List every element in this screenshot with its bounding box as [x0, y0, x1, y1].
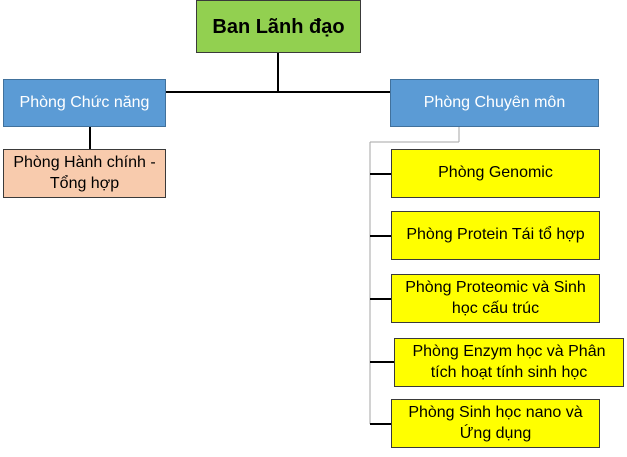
functional-branch-label: Phòng Chức năng	[19, 93, 150, 111]
leadership-label: Ban Lãnh đạo	[212, 15, 345, 38]
dept-nano-box: Phòng Sinh học nano và Ứng dụng	[391, 399, 600, 448]
dept-label: Phòng Protein Tái tổ hợp	[406, 226, 585, 244]
dept-label: Phòng Genomic	[438, 164, 553, 182]
dept-proteomic-box: Phòng Proteomic và Sinh học cấu trúc	[391, 274, 600, 323]
dept-enzyme-box: Phòng Enzym học và Phân tích hoạt tính s…	[394, 338, 624, 387]
dept-protein-box: Phòng Protein Tái tổ hợp	[391, 211, 600, 260]
leadership-box: Ban Lãnh đạo	[196, 0, 361, 53]
functional-branch-box: Phòng Chức năng	[3, 79, 166, 127]
dept-label: Phòng Enzym học và Phân tích hoạt tính s…	[412, 342, 606, 381]
admin-unit-box: Phòng Hành chính - Tổng hợp	[3, 149, 166, 198]
dept-label: Phòng Sinh học nano và Ứng dụng	[408, 403, 583, 442]
specialized-branch-label: Phòng Chuyên môn	[423, 93, 566, 111]
specialized-branch-box: Phòng Chuyên môn	[390, 79, 599, 127]
dept-genomic-box: Phòng Genomic	[391, 149, 600, 198]
dept-label: Phòng Proteomic và Sinh học cấu trúc	[405, 278, 586, 317]
admin-unit-label: Phòng Hành chính - Tổng hợp	[13, 153, 156, 192]
